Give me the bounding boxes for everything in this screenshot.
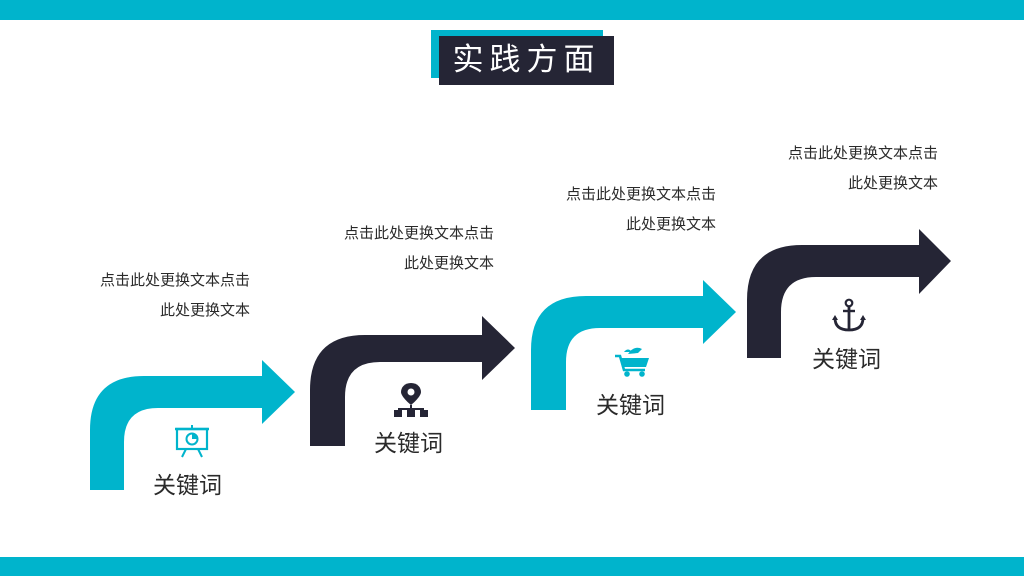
bottom-accent-bar — [0, 557, 1024, 576]
step-1-line-2: 此处更换文本 — [159, 301, 250, 319]
step-arrow-3 — [531, 280, 736, 410]
step-3-keyword: 关键词 — [596, 393, 665, 419]
step-4-keyword: 关键词 — [812, 347, 881, 373]
step-4-description: 点击此处更换文本点击 此处更换文本 — [738, 138, 938, 198]
step-arrow-1 — [90, 360, 295, 490]
step-3-line-1: 点击此处更换文本点击 — [565, 185, 716, 203]
step-3-line-2: 此处更换文本 — [625, 215, 716, 233]
step-1-description: 点击此处更换文本点击 此处更换文本 — [50, 265, 250, 325]
anchor-icon — [832, 298, 866, 332]
step-2-line-2: 此处更换文本 — [403, 254, 494, 272]
presentation-board-icon — [175, 425, 209, 458]
step-2-line-1: 点击此处更换文本点击 — [343, 224, 494, 242]
step-2-description: 点击此处更换文本点击 此处更换文本 — [294, 218, 494, 278]
step-1-keyword: 关键词 — [153, 473, 222, 499]
step-3-description: 点击此处更换文本点击 此处更换文本 — [516, 179, 716, 239]
step-2-keyword: 关键词 — [374, 431, 443, 457]
top-accent-bar — [0, 0, 1024, 20]
location-network-icon — [394, 383, 428, 417]
shopping-cart-icon — [615, 347, 649, 377]
step-1-line-1: 点击此处更换文本点击 — [99, 271, 250, 289]
step-4-line-1: 点击此处更换文本点击 — [787, 144, 938, 162]
step-arrow-4 — [747, 229, 951, 358]
step-4-line-2: 此处更换文本 — [847, 174, 938, 192]
step-arrow-2 — [310, 316, 515, 446]
page-title: 实践方面 — [439, 36, 614, 85]
